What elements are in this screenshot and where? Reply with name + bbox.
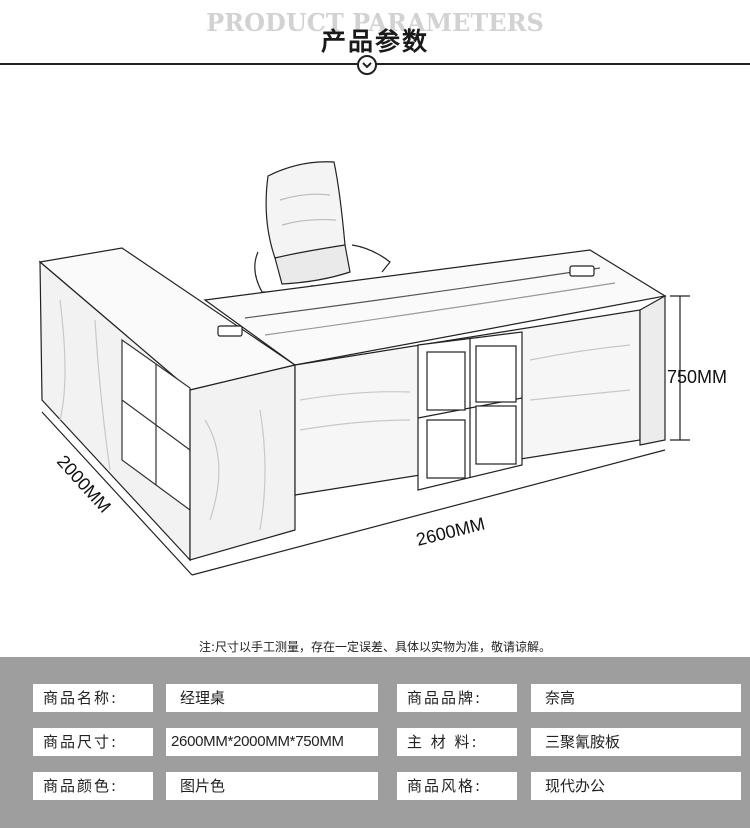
header-title-cn: 产品参数 xyxy=(320,27,429,56)
main-desk-end-panel xyxy=(189,364,296,561)
header-title-en: PRODUCT PARAMETERS xyxy=(206,8,544,37)
spec-value-brand: 奈高 xyxy=(531,684,741,712)
center-cabinet xyxy=(417,331,523,491)
spec-label-name: 商品名称: xyxy=(33,684,153,712)
width-dimension-label: 2600MM xyxy=(414,514,487,550)
measurement-note: 注:尺寸以手工测量，存在一定误差、具体以实物为准，敬请谅解。 xyxy=(198,640,552,654)
cable-grommet-right xyxy=(569,265,595,277)
spec-value-name: 经理桌 xyxy=(166,684,378,712)
spec-value-style: 现代办公 xyxy=(531,772,741,800)
spec-value-color: 图片色 xyxy=(166,772,378,800)
spec-label-color: 商品颜色: xyxy=(33,772,153,800)
office-chair xyxy=(254,161,391,295)
main-desk-right-leg xyxy=(639,294,666,446)
cable-grommet-left xyxy=(217,325,243,337)
chevron-down-circle-icon xyxy=(357,55,377,75)
spec-label-brand: 商品品牌: xyxy=(397,684,517,712)
desk-line-drawing: 750MM 2000MM 2600MM xyxy=(38,161,727,576)
width-dimension-line xyxy=(191,449,666,576)
side-desk-shelf xyxy=(121,338,191,512)
section-header: PRODUCT PARAMETERS 产品参数 xyxy=(0,0,750,90)
spec-value-material: 三聚氰胺板 xyxy=(531,728,741,756)
spec-table: 商品名称: 经理桌 商品品牌: 奈高 商品尺寸: 2600MM*2000MM*7… xyxy=(0,657,750,828)
spec-label-size: 商品尺寸: xyxy=(33,728,153,756)
spec-label-style: 商品风格: xyxy=(397,772,517,800)
spec-label-material: 主 材 料: xyxy=(397,728,517,756)
height-dimension-label: 750MM xyxy=(667,367,727,387)
height-dimension-line xyxy=(670,295,690,441)
spec-value-size: 2600MM*2000MM*750MM xyxy=(166,728,378,756)
depth-dimension-line xyxy=(41,411,193,576)
